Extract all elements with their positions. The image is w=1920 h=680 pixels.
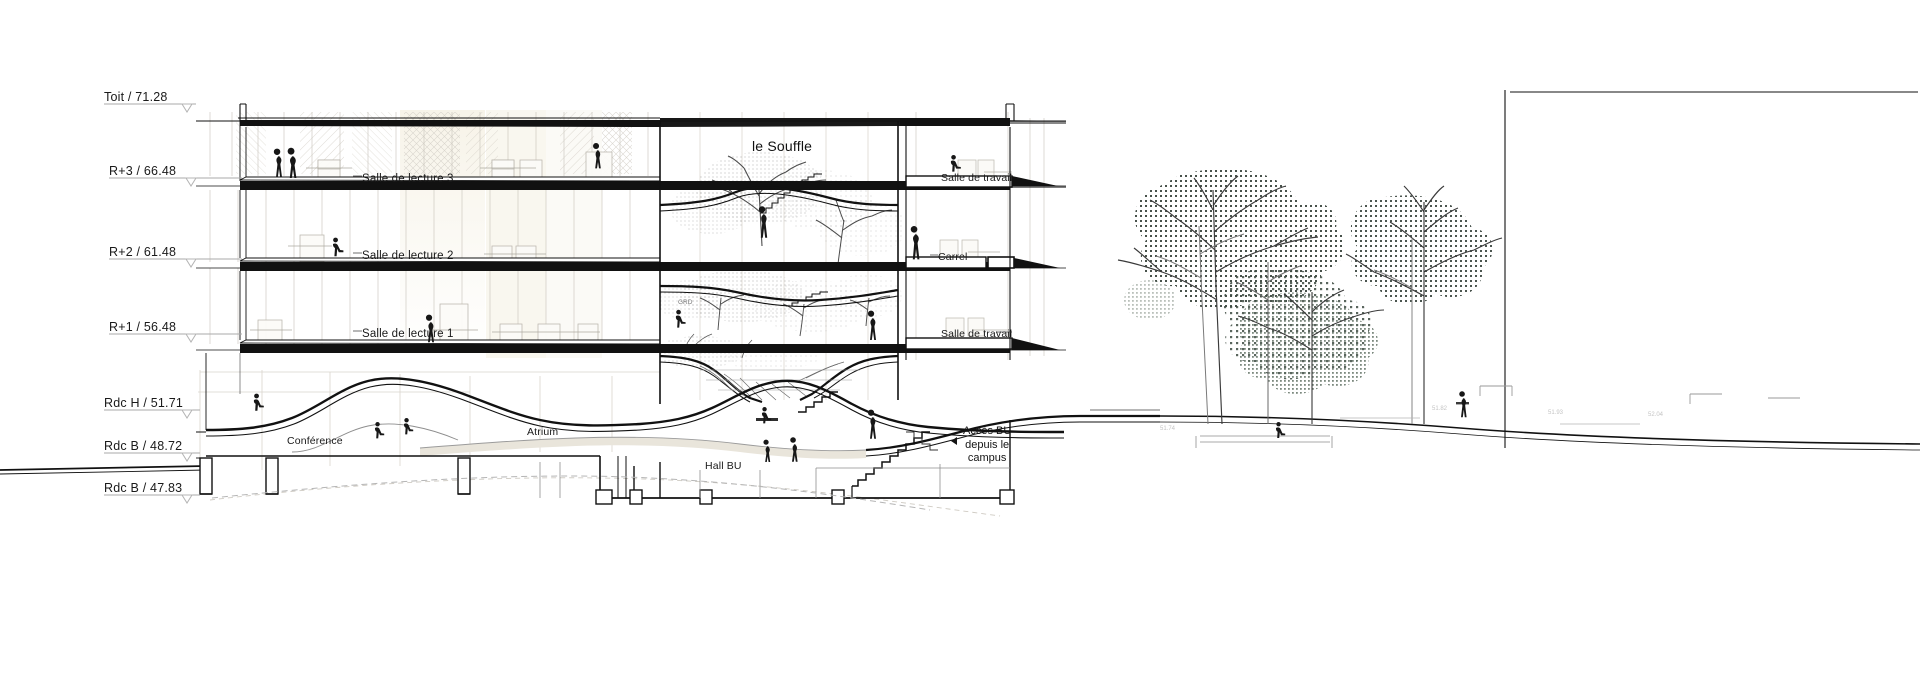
figure-group: [253, 143, 1469, 462]
level-label-r1: R+1 / 56.48: [109, 320, 177, 334]
annotation-le-souffle: le Souffle: [752, 138, 813, 154]
acces-bu-arrow-icon: [951, 437, 957, 445]
svg-text:52.04: 52.04: [1648, 412, 1664, 418]
level-label-rdcb-4783: Rdc B / 47.83: [104, 481, 183, 495]
annotation-acces-bu: Accès BU depuis le campus: [963, 425, 1011, 466]
room-label-atrium: Atrium: [527, 426, 559, 438]
svg-text:51.74: 51.74: [1160, 426, 1176, 432]
tree-2-branches: [1237, 289, 1385, 424]
room-label-salle-travail-bas: Salle de travail: [941, 328, 1013, 340]
level-label-r3: R+3 / 66.48: [109, 164, 177, 178]
tree-4-branches: [1235, 262, 1301, 424]
acces-bu-line-3: campus: [967, 452, 1007, 464]
level-label-r2: R+2 / 61.48: [109, 245, 177, 259]
room-label-hall-bu: Hall BU: [705, 460, 742, 472]
svg-text:51.82: 51.82: [1432, 406, 1448, 412]
micro-note: GRD: [678, 299, 693, 306]
level-label-toit: Toit / 71.28: [104, 90, 168, 104]
svg-text:51.93: 51.93: [1548, 410, 1564, 416]
level-label-rdcb-4872: Rdc B / 48.72: [104, 439, 183, 453]
tree-3-branches: [1345, 185, 1503, 424]
acces-bu-line-1: Accès BU: [963, 425, 1012, 437]
room-label-carrel: Carrel: [938, 251, 968, 263]
tree-1-branches: [1117, 175, 1319, 425]
room-label-conference: Conférence: [287, 435, 343, 447]
room-label-salle-lecture-1: Salle de lecture 1: [362, 328, 454, 340]
acces-bu-line-2: depuis le: [965, 438, 1010, 451]
room-label-salle-lecture-2: Salle de lecture 2: [362, 250, 454, 262]
room-label-salle-travail-haut: Salle de travail: [941, 172, 1013, 184]
room-label-salle-lecture-3: Salle de lecture 3: [362, 173, 454, 185]
level-label-rdch: Rdc H / 51.71: [104, 396, 184, 410]
